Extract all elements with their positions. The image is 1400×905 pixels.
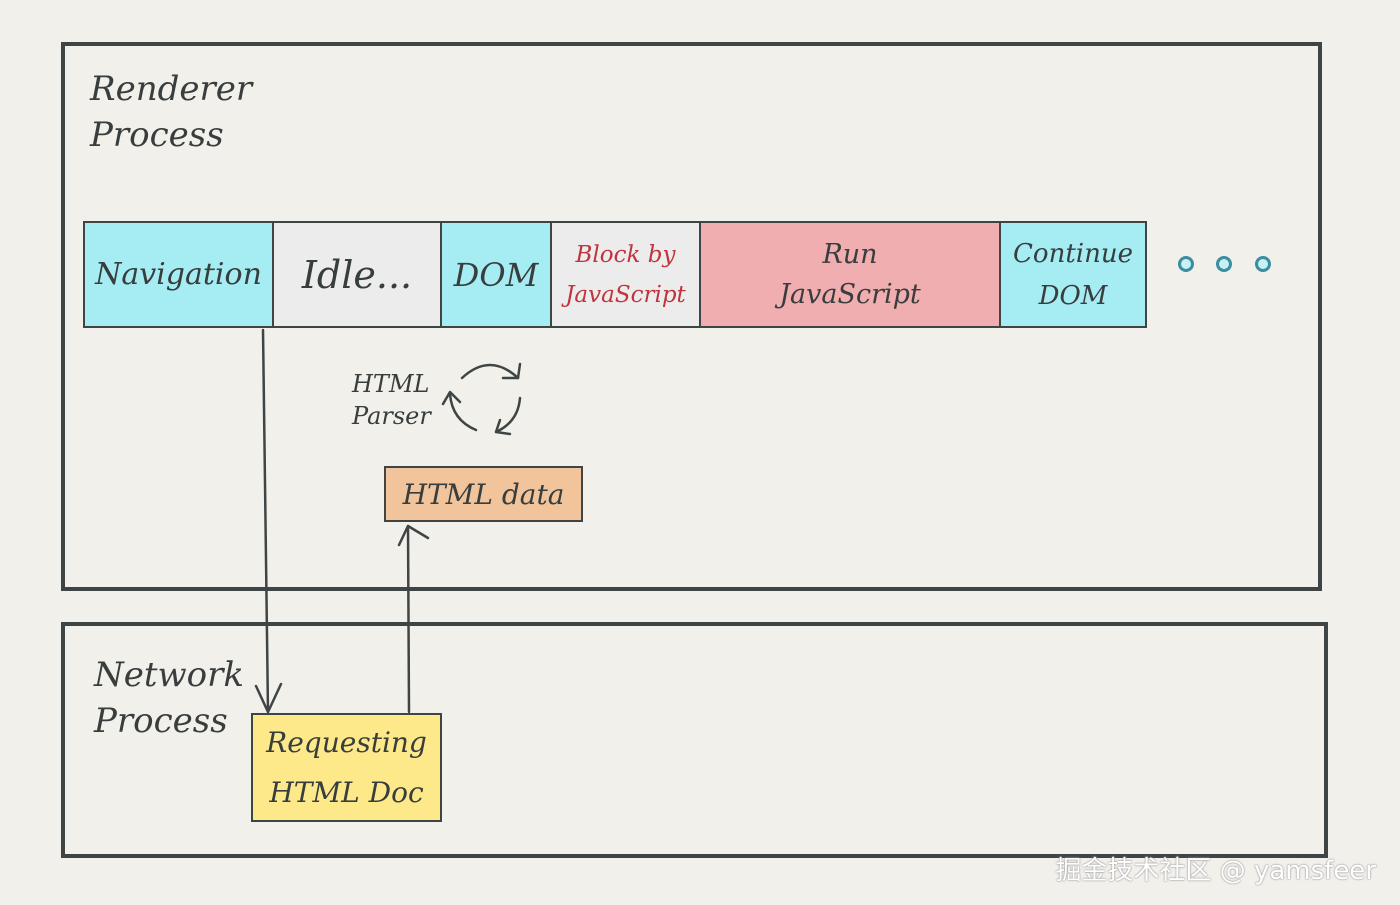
timeline-dom: DOM	[440, 221, 552, 328]
timeline-navigation: Navigation	[83, 221, 274, 328]
requesting-html-doc-label: Requesting HTML Doc	[266, 725, 427, 809]
cycle-arrow-left-head	[441, 390, 462, 406]
cycle-arrow-left	[448, 392, 478, 432]
html-data-label: HTML data	[402, 477, 565, 511]
timeline-continue-dom: Continue DOM	[999, 221, 1147, 328]
cycle-arrow-right	[494, 396, 522, 434]
network-process-box	[61, 622, 1328, 858]
ellipsis-dot	[1255, 256, 1271, 272]
html-parser-label: HTML Parser	[352, 370, 431, 430]
timeline-block-label: Block by JavaScript	[565, 241, 686, 308]
cycle-arrow-top-head	[501, 362, 522, 380]
timeline-idle-label: Idle...	[301, 252, 413, 297]
arrow-navigation-to-request	[261, 328, 270, 714]
arrow-request-to-html-data	[406, 524, 411, 714]
html-data-box: HTML data	[384, 466, 583, 522]
timeline-run-js-label: Run JavaScript	[779, 238, 921, 310]
cycle-arrow-right-head	[494, 418, 512, 436]
renderer-process-label: Renderer Process	[90, 69, 253, 155]
ellipsis-dot	[1216, 256, 1232, 272]
cycle-arrow-top	[460, 363, 520, 380]
requesting-html-doc-box: Requesting HTML Doc	[251, 713, 442, 822]
arrow-head-up	[397, 524, 430, 547]
timeline-idle: Idle...	[272, 221, 442, 328]
timeline-continue-dom-label: Continue DOM	[1013, 238, 1133, 311]
timeline-dom-label: DOM	[453, 255, 539, 294]
timeline-navigation-label: Navigation	[95, 257, 262, 292]
watermark: 掘金技术社区 @ yamsfeer	[1055, 856, 1376, 886]
ellipsis-dot	[1178, 256, 1194, 272]
arrow-head-down	[254, 682, 283, 714]
renderer-process-box	[61, 42, 1322, 591]
timeline-run-javascript: Run JavaScript	[699, 221, 1001, 328]
network-process-label: Network Process	[94, 655, 244, 741]
timeline-block-by-javascript: Block by JavaScript	[550, 221, 701, 328]
